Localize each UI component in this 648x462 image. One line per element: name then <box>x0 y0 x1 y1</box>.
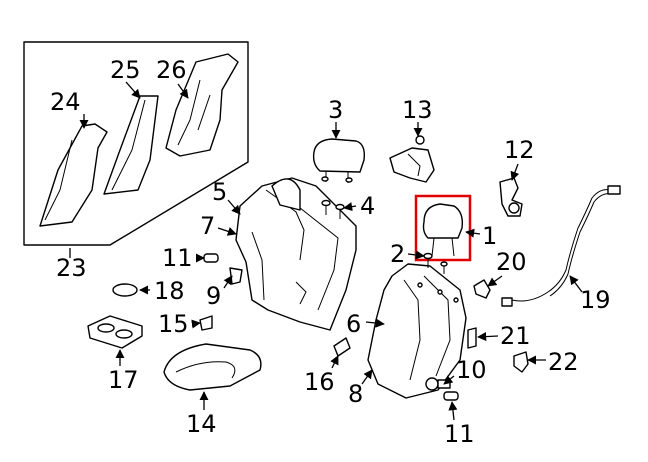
fasteners <box>321 199 448 274</box>
callout-labels: 1 2 3 4 5 6 7 8 9 10 11 11 12 13 14 15 1… <box>50 56 611 448</box>
callout-7: 7 <box>200 212 215 240</box>
callout-18: 18 <box>154 277 185 305</box>
cap-18 <box>112 283 138 297</box>
callout-19: 19 <box>580 286 611 314</box>
trim-panel-24 <box>39 123 108 227</box>
callout-25: 25 <box>110 56 141 84</box>
headrest-1 <box>414 194 472 262</box>
callout-10: 10 <box>456 356 487 384</box>
callout-23: 23 <box>56 254 87 282</box>
latch-12 <box>499 177 523 217</box>
callout-24: 24 <box>50 88 81 116</box>
bracket-20 <box>473 279 491 299</box>
callout-21: 21 <box>500 322 531 350</box>
callout-11-left: 11 <box>162 244 193 272</box>
callout-9: 9 <box>206 282 221 310</box>
trim-panel-26 <box>165 53 239 157</box>
pivot-10 <box>425 377 451 391</box>
callout-14: 14 <box>186 410 217 438</box>
pin-11-left <box>203 253 219 263</box>
clip-16 <box>333 337 351 357</box>
bracket-13 <box>389 135 435 183</box>
callout-20: 20 <box>496 248 527 276</box>
callout-3: 3 <box>328 96 343 124</box>
callout-2: 2 <box>390 240 405 268</box>
highlight-box <box>414 194 472 262</box>
callout-6: 6 <box>346 310 361 338</box>
callout-11-right: 11 <box>444 420 475 448</box>
callout-1: 1 <box>482 222 497 250</box>
callout-26: 26 <box>156 56 187 84</box>
callout-13: 13 <box>402 96 433 124</box>
cable-19 <box>501 185 621 307</box>
trim-panel-25 <box>103 95 159 195</box>
headrest-3 <box>312 138 366 183</box>
callout-12: 12 <box>504 136 535 164</box>
clip-21 <box>467 327 477 349</box>
callout-8: 8 <box>348 380 363 408</box>
leader-lines <box>69 81 583 421</box>
callout-16: 16 <box>304 368 335 396</box>
seatback-left <box>235 177 357 331</box>
inset-trim-panels-box <box>23 41 249 246</box>
callout-17: 17 <box>108 366 139 394</box>
cupholder-17 <box>87 315 143 349</box>
callout-15: 15 <box>158 310 189 338</box>
callout-5: 5 <box>212 178 227 206</box>
callout-22: 22 <box>548 348 579 376</box>
callout-4: 4 <box>360 192 375 220</box>
armrest-14 <box>163 343 262 391</box>
bracket-22 <box>513 351 529 373</box>
clip-15 <box>199 315 213 331</box>
pin-11-right <box>443 391 459 401</box>
